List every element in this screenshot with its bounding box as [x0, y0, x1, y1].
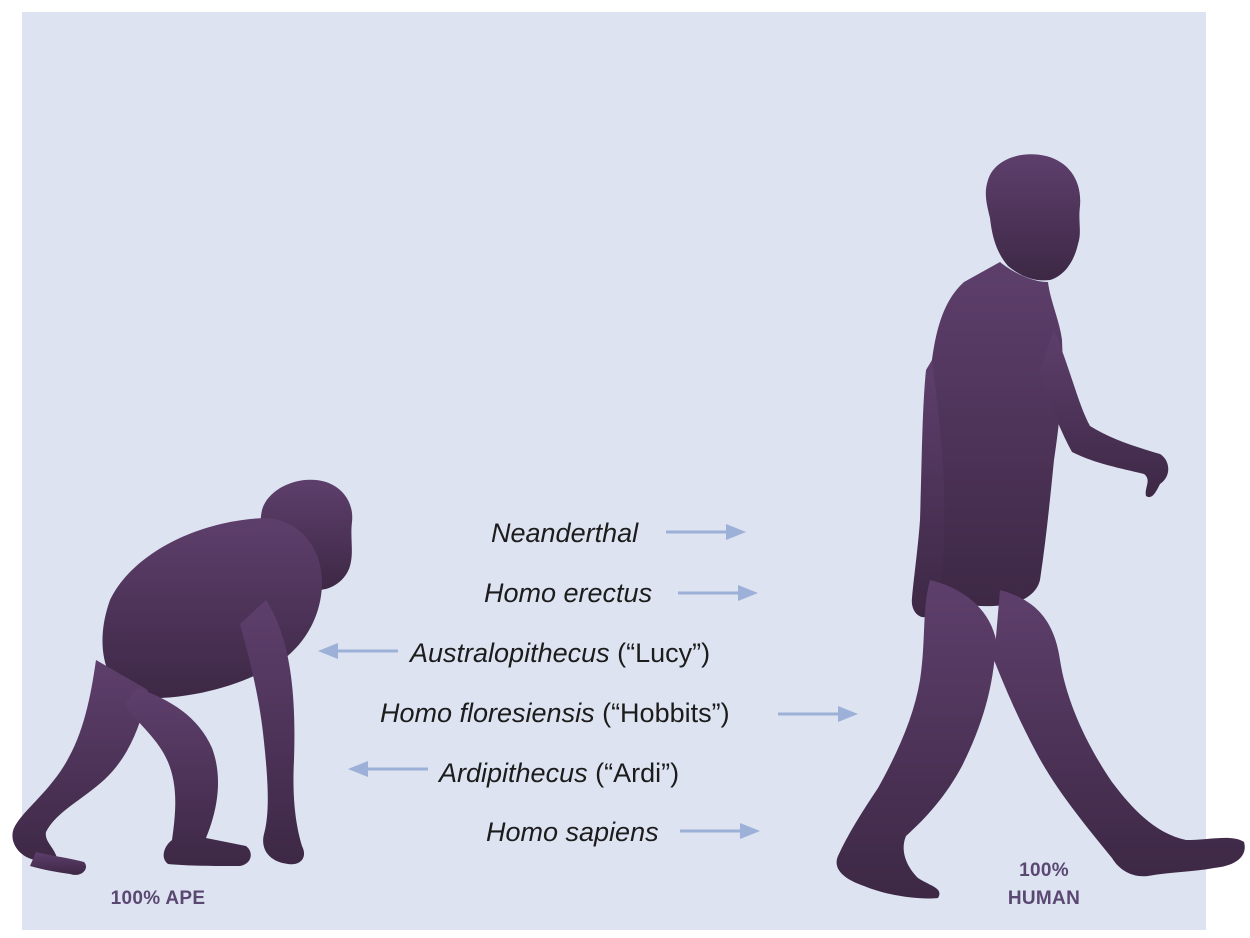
species-label-neanderthal: Neanderthal — [491, 518, 638, 548]
arrow-right-icon — [678, 821, 762, 841]
species-label-ardipithecus: Ardipithecus (“Ardi”) — [439, 758, 679, 788]
ape-caption: 100% APE — [88, 888, 228, 910]
arrow-right-icon — [664, 522, 748, 542]
species-name: Homo erectus — [484, 578, 652, 608]
arrow-right-icon — [676, 583, 760, 603]
species-name: Homo sapiens — [486, 817, 659, 847]
arrow-left-icon — [346, 759, 430, 779]
arrow-left-icon — [316, 641, 400, 661]
species-nickname: (“Lucy”) — [610, 638, 711, 668]
species-name: Australopithecus — [410, 638, 610, 668]
species-label-homo-erectus: Homo erectus — [484, 578, 652, 608]
species-nickname: (“Ardi”) — [588, 758, 679, 788]
ape-silhouette — [12, 480, 352, 875]
arrow-right-icon — [776, 704, 860, 724]
species-label-australopithecus: Australopithecus (“Lucy”) — [410, 638, 710, 668]
human-caption-line2: HUMAN — [984, 888, 1104, 910]
human-silhouette — [837, 154, 1245, 898]
species-name: Neanderthal — [491, 518, 638, 548]
human-caption-line1: 100% — [984, 860, 1104, 882]
species-label-homo-sapiens: Homo sapiens — [486, 817, 659, 847]
species-nickname: (“Hobbits”) — [595, 698, 730, 728]
species-name: Homo floresiensis — [380, 698, 595, 728]
species-name: Ardipithecus — [439, 758, 588, 788]
species-label-homo-floresiensis: Homo floresiensis (“Hobbits”) — [380, 698, 730, 728]
